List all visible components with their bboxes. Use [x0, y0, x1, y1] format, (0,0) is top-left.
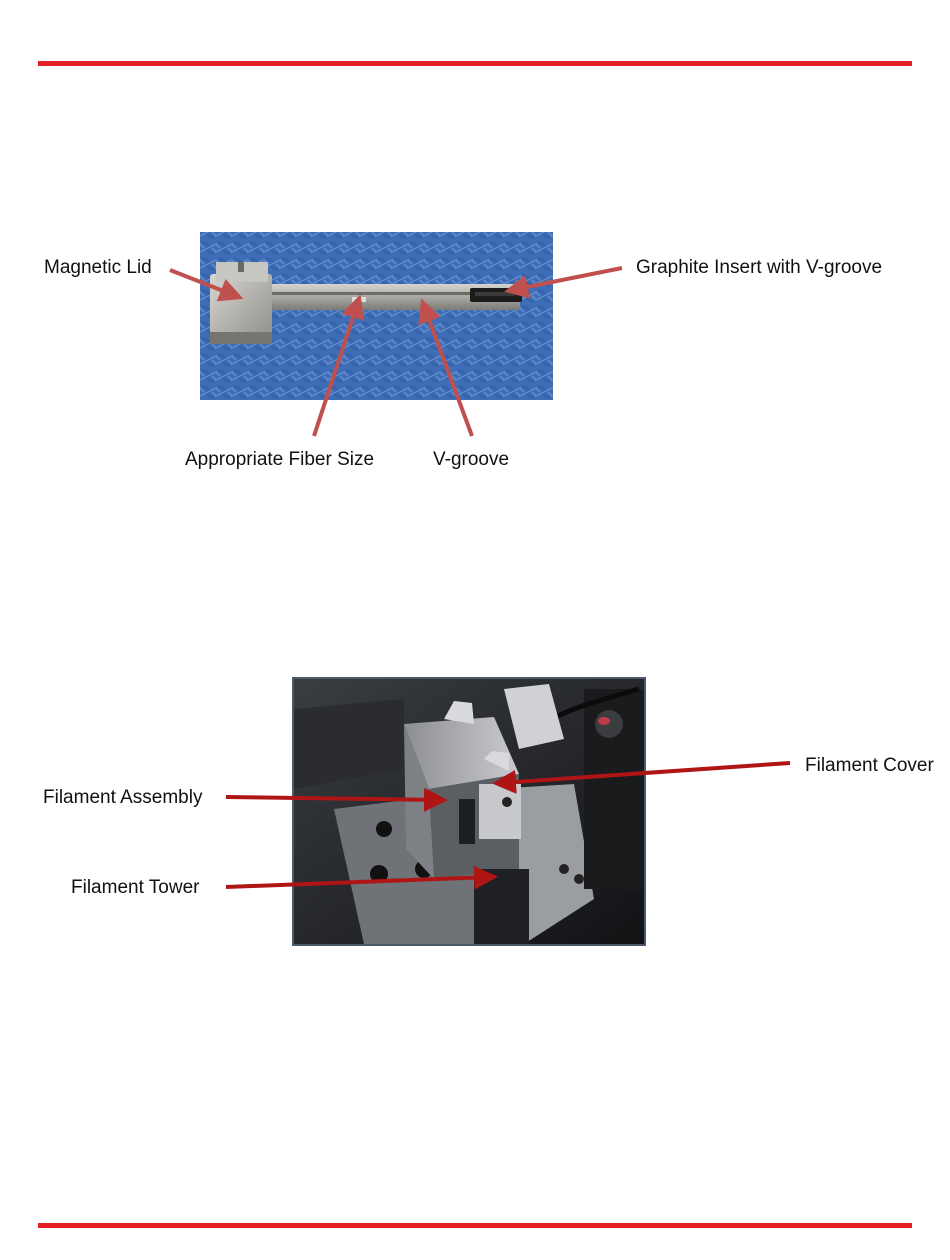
header-rule — [38, 61, 912, 66]
label-filament-tower: Filament Tower — [71, 877, 199, 899]
label-filament-assembly: Filament Assembly — [43, 787, 202, 809]
label-fiber-size: Appropriate Fiber Size — [185, 449, 374, 471]
label-magnetic-lid: Magnetic Lid — [44, 257, 152, 279]
label-graphite-insert: Graphite Insert with V-groove — [636, 257, 882, 279]
fiber-holder-photo — [200, 232, 553, 400]
label-filament-cover: Filament Cover — [805, 755, 934, 777]
label-v-groove: V-groove — [433, 449, 509, 471]
footer-rule — [38, 1223, 912, 1228]
filament-assembly-photo — [292, 677, 646, 946]
